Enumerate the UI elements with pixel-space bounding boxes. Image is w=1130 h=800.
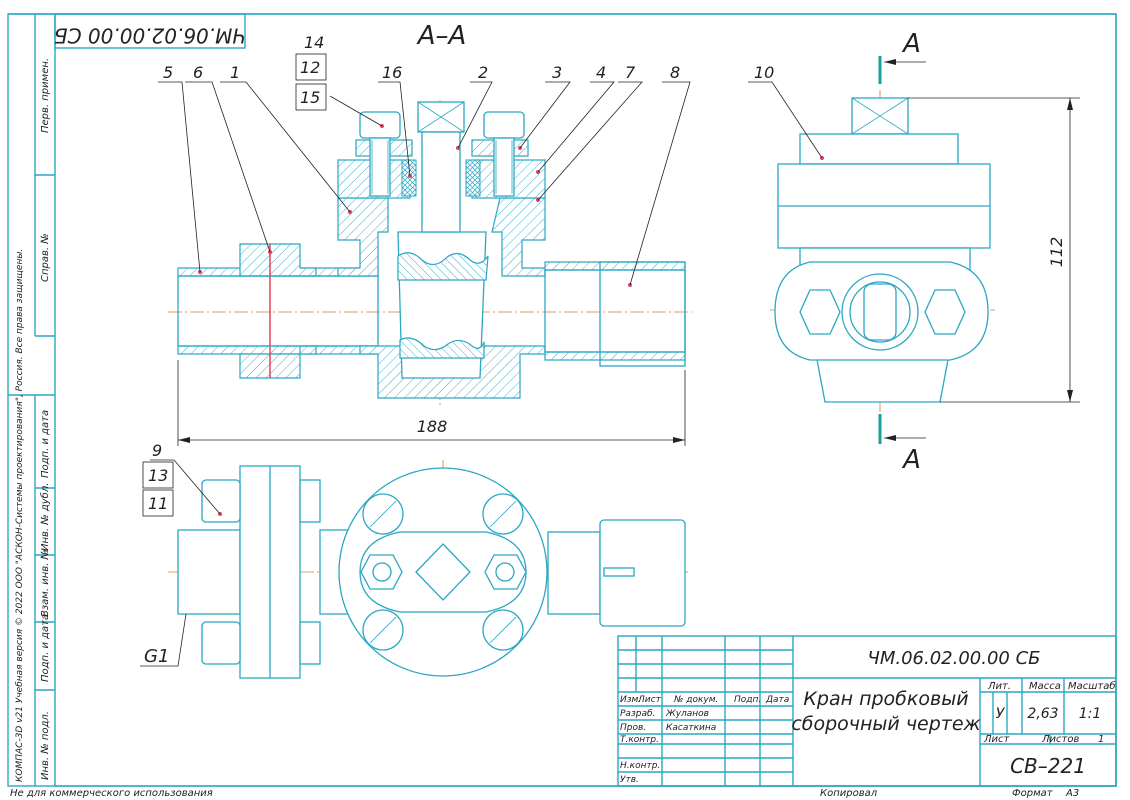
podp-data-label-2: Подп. и дата <box>40 614 51 682</box>
col-doc: № докум. <box>673 695 718 705</box>
dimension-length: 188 <box>417 417 448 436</box>
title-designation: ЧМ.06.02.00.00 СБ <box>867 648 1040 669</box>
callout-6: 6 <box>193 63 203 82</box>
side-strip: Перв. примен. Справ. № КОМПАС-3D v21 Уче… <box>8 14 55 786</box>
section-marker-bottom: А <box>901 445 921 475</box>
massa-value: 2,63 <box>1027 706 1058 722</box>
callout-8: 8 <box>670 63 680 82</box>
podp-data-label-1: Подп. и дата <box>40 410 51 478</box>
inv-podl-label: Инв. № подл. <box>40 711 51 780</box>
callout-7: 7 <box>625 63 636 82</box>
vzam-inv-label: Взам. инв. № <box>40 549 51 617</box>
lit-value: У <box>996 706 1006 722</box>
callout-15: 15 <box>300 88 320 107</box>
col-data: Дата <box>765 695 789 705</box>
title-name-line2: сборочный чертеж <box>791 713 980 735</box>
callout-5: 5 <box>163 63 173 82</box>
callout-3: 3 <box>552 63 562 82</box>
footer: Не для коммерческого использования Копир… <box>10 788 1079 799</box>
noncommercial-note: Не для коммерческого использования <box>10 788 213 799</box>
section-title: А–А <box>416 21 467 51</box>
utv-label: Утв. <box>620 775 639 785</box>
inv-dubl-label: Инв. № дубл. <box>39 483 51 551</box>
perv-primen-label: Перв. примен. <box>40 58 51 133</box>
massa-label: Масса <box>1029 681 1061 692</box>
callout-11: 11 <box>148 494 168 513</box>
callout-14: 14 <box>304 33 324 52</box>
title-block: ЧМ.06.02.00.00 СБ Кран пробковый сборочн… <box>617 635 1117 787</box>
sprav-no-label: Справ. № <box>40 233 51 282</box>
format-label: Формат <box>1012 788 1054 799</box>
sheet-frame <box>7 13 1117 787</box>
callout-13: 13 <box>148 466 168 485</box>
side-view: 10 А А 112 <box>748 29 1080 475</box>
dimension-height: 112 <box>1047 237 1066 268</box>
listov-label: Листов <box>1041 734 1079 745</box>
callout-9: 9 <box>152 441 162 460</box>
copyright-text: КОМПАС-3D v21 Учебная версия © 2022 ООО … <box>15 249 25 782</box>
prov-name: Касаткина <box>666 723 716 733</box>
nkontr-label: Н.контр. <box>620 761 660 771</box>
razrab-name: Жуланов <box>665 709 709 719</box>
thread-label: G1 <box>144 646 169 667</box>
col-podp: Подп. <box>734 695 761 705</box>
callout-2: 2 <box>478 63 488 82</box>
tkontr-label: Т.контр. <box>620 735 659 745</box>
masshtab-label: Масштаб <box>1068 680 1116 692</box>
callout-10: 10 <box>754 63 774 82</box>
group-code: СВ–221 <box>1010 754 1086 778</box>
top-view: 9 13 11 G1 <box>140 441 690 680</box>
section-view: 5 6 1 14 12 15 16 2 3 4 7 8 188 <box>158 33 692 446</box>
listov-value: 1 <box>1098 734 1104 745</box>
callout-1: 1 <box>230 63 240 82</box>
col-list: Лист <box>637 695 662 705</box>
designation-box-top: ЧМ.06.02.00.00 СБ <box>54 13 246 49</box>
format-value: А3 <box>1065 788 1079 799</box>
list-label: Лист <box>983 734 1011 745</box>
lit-label: Лит. <box>987 681 1011 692</box>
section-marker-top: А <box>901 29 921 59</box>
kopiroval-label: Копировал <box>820 788 878 799</box>
razrab-label: Разраб. <box>620 709 655 719</box>
callout-12: 12 <box>300 58 320 77</box>
masshtab-value: 1:1 <box>1079 706 1102 722</box>
col-izm: Изм. <box>620 695 641 705</box>
designation-mirrored: ЧМ.06.02.00.00 СБ <box>54 24 246 48</box>
callout-16: 16 <box>382 63 402 82</box>
title-name-line1: Кран пробковый <box>803 688 968 710</box>
callout-4: 4 <box>596 63 606 82</box>
prov-label: Пров. <box>620 723 646 733</box>
